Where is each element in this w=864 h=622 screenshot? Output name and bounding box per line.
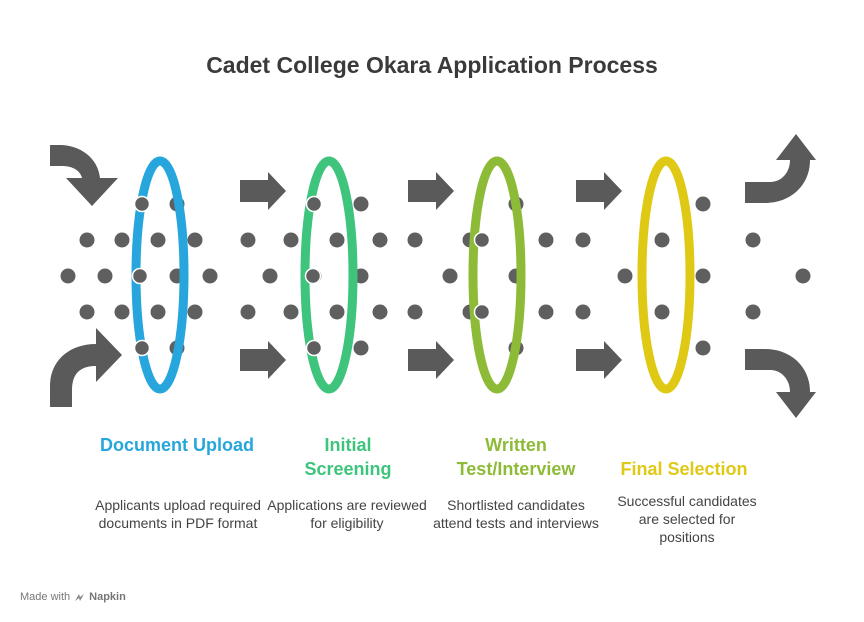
particle-dot-33 [150,304,166,320]
particle-dot-6 [114,232,130,248]
ring-crossing-dot-4 [305,195,323,213]
particle-dot-10 [283,232,299,248]
stage-4-ring [637,156,695,394]
ring-crossing-dot-6 [305,339,323,357]
particle-dot-44 [745,304,761,320]
particle-dot-37 [329,304,345,320]
particle-dots-front [131,195,491,357]
particle-dot-30 [795,268,811,284]
stage-1-title: Document Upload [99,435,254,455]
particle-dot-43 [654,304,670,320]
particle-dot-20 [97,268,113,284]
stage-2-description: Applications are reviewed for eligibilit… [267,497,427,531]
particle-dot-16 [575,232,591,248]
particle-dot-32 [114,304,130,320]
incoming-arrow-top-icon [50,145,118,206]
particle-dot-9 [240,232,256,248]
particle-dot-28 [617,268,633,284]
incoming-arrow-bottom-icon [50,328,122,407]
made-with-label: Made with [20,591,71,603]
particle-dot-5 [79,232,95,248]
stage-4-description: Successful candidates are selected for p… [617,493,757,545]
particle-dot-34 [187,304,203,320]
particle-dots [60,196,811,356]
stage-3-description: Shortlisted candidates attend tests and … [433,497,599,531]
stage-3-title: Written Test/Interview [456,435,576,479]
ring-crossing-dot-5 [304,267,322,285]
ring-crossing-dot-2 [131,267,149,285]
connector-arrow-2-top-icon [408,172,454,210]
particle-dot-22 [202,268,218,284]
stage-1-description: Applicants upload required documents in … [95,497,261,531]
napkin-brand: Napkin [89,591,126,603]
connector-arrow-1-top-icon [240,172,286,210]
particle-dot-15 [538,232,554,248]
stage-4-title: Final Selection [620,459,748,479]
stage-2-title: Initial Screening [304,435,392,479]
connector-arrow-3-top-icon [576,172,622,210]
particle-dot-48 [695,340,711,356]
ring-crossing-dot-1 [133,195,151,213]
particle-dot-2 [353,196,369,212]
particle-dot-36 [283,304,299,320]
particle-dot-4 [695,196,711,212]
particle-dot-18 [745,232,761,248]
outgoing-arrow-bottom-icon [745,349,816,418]
particle-dot-46 [353,340,369,356]
footer-attribution: Made with Napkin [20,591,126,603]
particle-dot-26 [442,268,458,284]
particle-dot-39 [407,304,423,320]
particle-dot-41 [538,304,554,320]
connector-arrow-2-bottom-icon [408,341,454,379]
particle-dot-12 [372,232,388,248]
ring-crossing-dot-8 [473,303,491,321]
particle-dot-17 [654,232,670,248]
particle-dot-35 [240,304,256,320]
ring-crossing-dot-3 [133,339,151,357]
particle-dot-13 [407,232,423,248]
particle-dot-29 [695,268,711,284]
stage-3-ring [468,156,526,394]
particle-dot-8 [187,232,203,248]
ring-crossing-dot-7 [473,231,491,249]
connector-arrow-1-bottom-icon [240,341,286,379]
particle-dot-19 [60,268,76,284]
particle-dot-7 [150,232,166,248]
particle-dot-11 [329,232,345,248]
connector-arrow-3-bottom-icon [576,341,622,379]
particle-dot-38 [372,304,388,320]
particle-dot-31 [79,304,95,320]
particle-dot-23 [262,268,278,284]
particle-dot-42 [575,304,591,320]
outgoing-arrow-top-icon [745,134,816,203]
napkin-logo-icon [75,593,85,601]
diagram-title: Cadet College Okara Application Process [206,52,658,78]
